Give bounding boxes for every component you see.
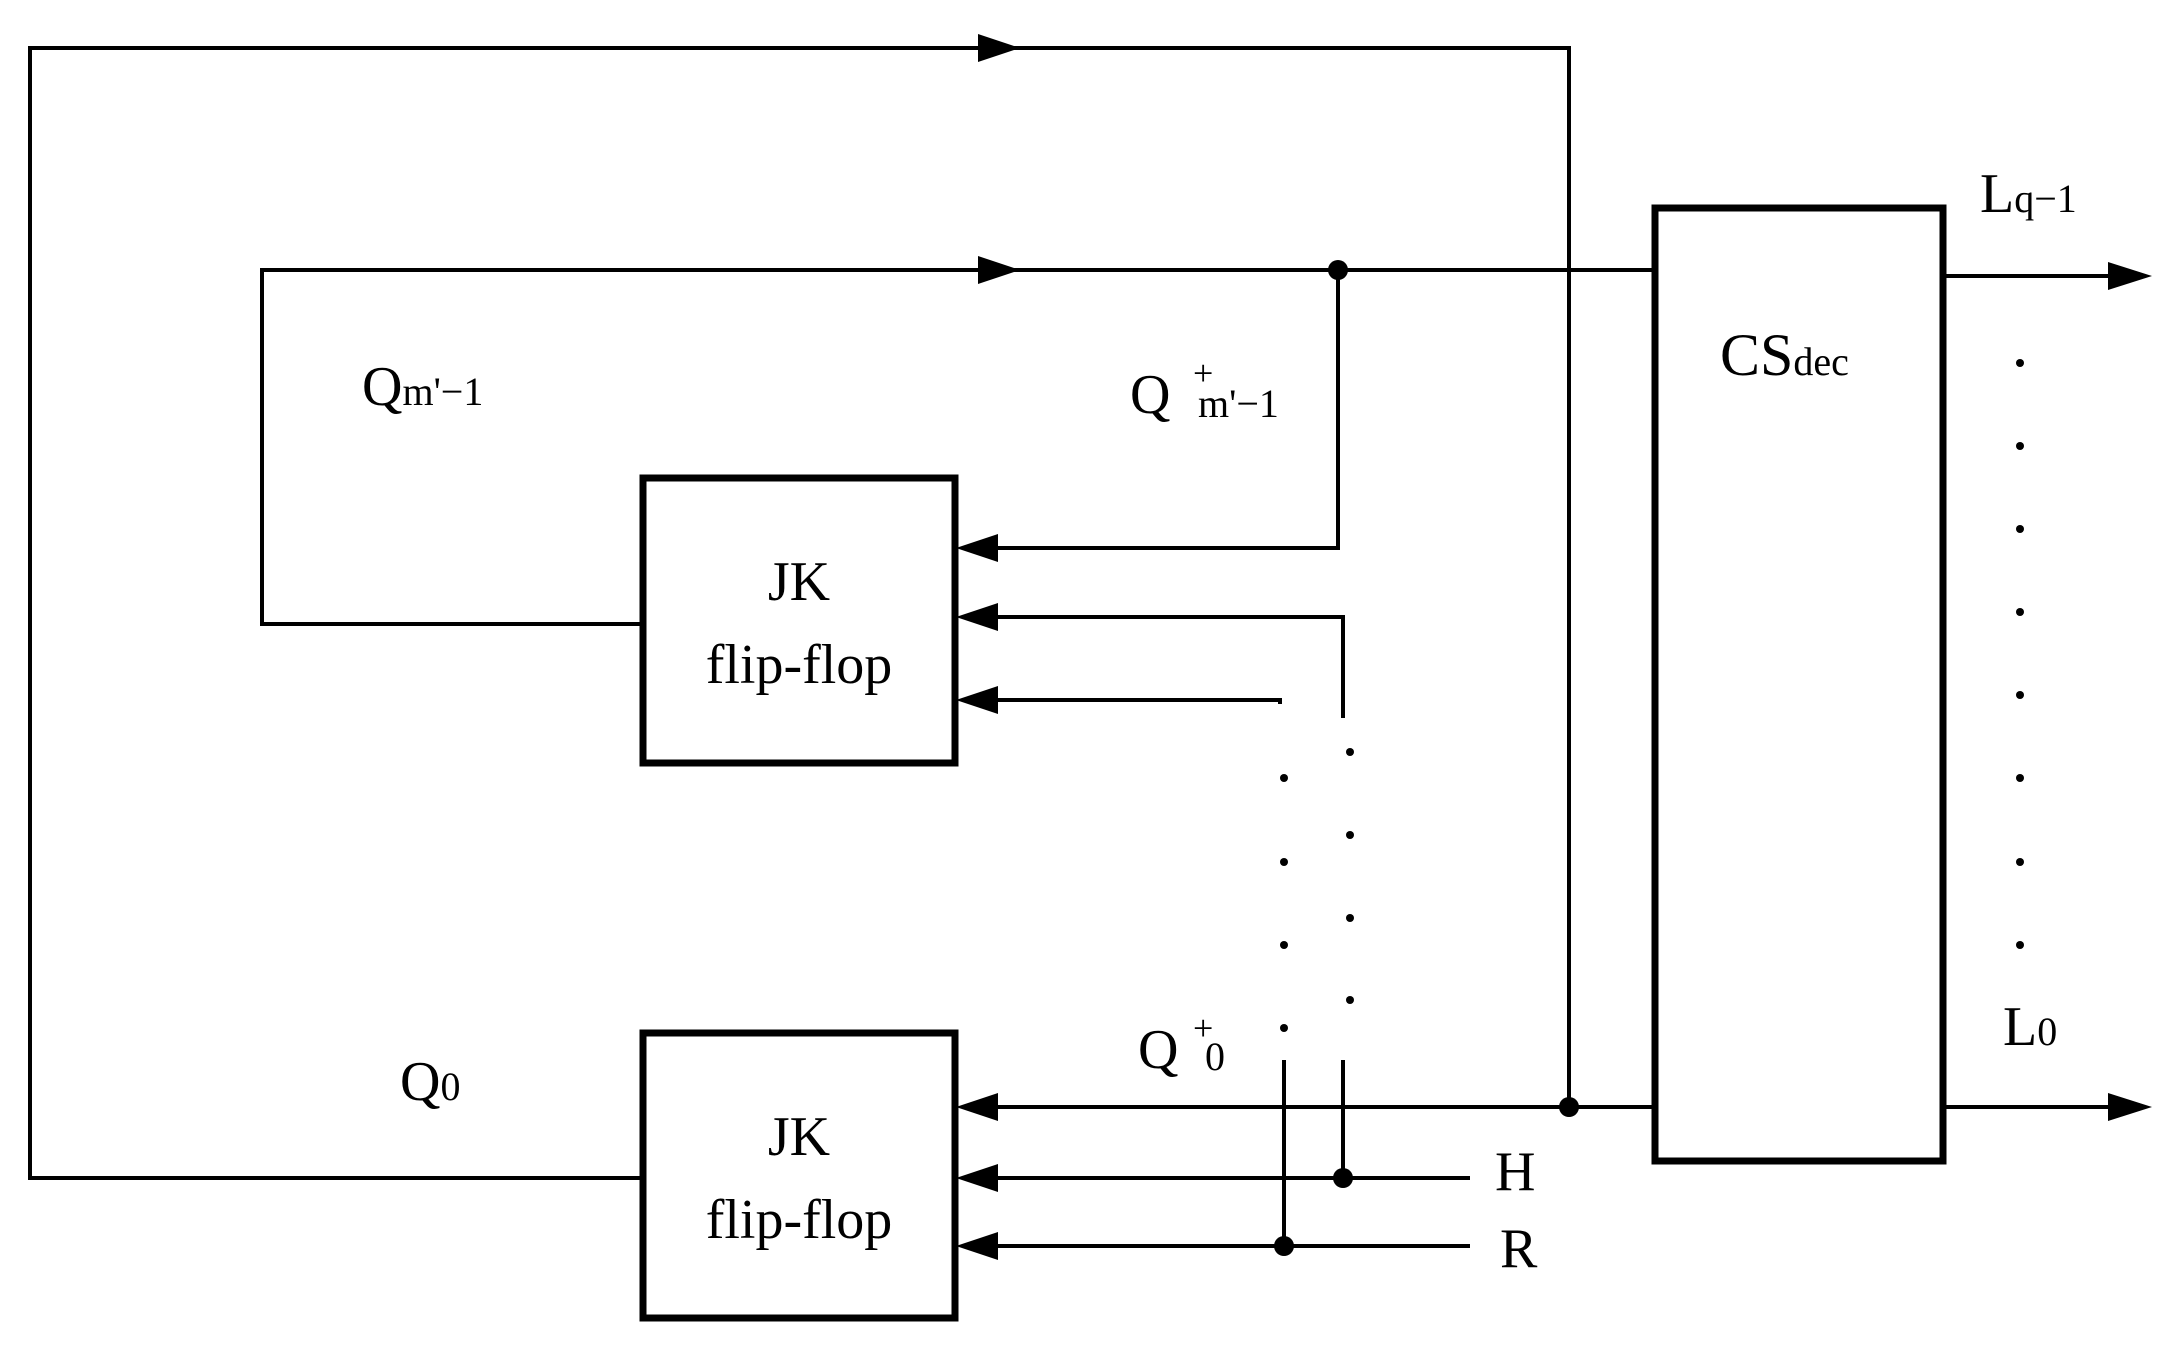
dot-h-4 <box>1346 996 1354 1004</box>
label-l-q1-main: L <box>1980 163 2014 225</box>
arrow-ff-top-in2 <box>956 603 998 631</box>
arrow-ff-bottom-in1 <box>956 1093 998 1121</box>
arrow-output-l0 <box>2108 1093 2152 1121</box>
jk-flip-flop-top <box>639 474 959 767</box>
dot-r-3 <box>1280 941 1288 949</box>
wires <box>28 46 2130 1248</box>
label-l0: L0 <box>2003 996 2057 1058</box>
dot-h-3 <box>1346 914 1354 922</box>
blocks <box>639 204 1947 1322</box>
decoder-block <box>1651 204 1947 1165</box>
label-h: H <box>1495 1141 1535 1203</box>
arrow-qm1-loop <box>978 256 1020 284</box>
ff-bottom-label-line2: flip-flop <box>706 1189 893 1251</box>
arrow-top-loop <box>978 34 1020 62</box>
label-l0-sub: 0 <box>2037 1009 2057 1054</box>
continuation-dots <box>1280 359 2024 1032</box>
label-q-plus-m1-sub: m'−1 <box>1198 381 1279 426</box>
junctions <box>1274 260 1579 1256</box>
arrow-output-lq1 <box>2108 262 2152 290</box>
dot-r-4 <box>1280 1024 1288 1032</box>
label-q0-main: Q <box>400 1051 440 1113</box>
wire-h-top <box>992 615 1345 718</box>
dot-r-1 <box>1280 774 1288 782</box>
label-l0-main: L <box>2003 996 2037 1058</box>
ff-top-label-line1: JK <box>768 551 830 613</box>
dot-out-6 <box>2016 774 2024 782</box>
ff-top-label-line2: flip-flop <box>706 634 893 696</box>
dot-out-3 <box>2016 525 2024 533</box>
decoder-label-main: CS <box>1720 322 1793 388</box>
label-q-plus-m1-sup: + <box>1193 353 1213 393</box>
label-l-q1-sub: q−1 <box>2014 176 2077 221</box>
decoder-label-sub: dec <box>1793 339 1849 384</box>
junction-r <box>1274 1236 1294 1256</box>
wire-r-top <box>992 698 1282 704</box>
dot-h-2 <box>1346 831 1354 839</box>
dot-out-7 <box>2016 858 2024 866</box>
dot-out-2 <box>2016 442 2024 450</box>
wire-qm1-feedback <box>260 268 1653 626</box>
dot-out-5 <box>2016 691 2024 699</box>
dot-out-4 <box>2016 608 2024 616</box>
label-r: R <box>1500 1218 1538 1280</box>
arrow-ff-bottom-in3 <box>956 1232 998 1260</box>
ff-bottom-label-line1: JK <box>768 1106 830 1168</box>
dot-out-1 <box>2016 359 2024 367</box>
wire-q0-feedback <box>28 46 1571 1180</box>
label-q-plus-0-sub: 0 <box>1205 1034 1225 1079</box>
arrow-ff-bottom-in2 <box>956 1164 998 1192</box>
wire-qm1-plus-input <box>992 270 1340 550</box>
label-q-plus-0-main: Q <box>1138 1019 1178 1081</box>
arrow-ff-top-in3 <box>956 686 998 714</box>
label-q-plus-m1-main: Q <box>1130 364 1170 426</box>
decoder-label: CSdec <box>1720 322 1849 388</box>
label-q-m1-main: Q <box>362 356 402 418</box>
arrow-ff-top-in1 <box>956 534 998 562</box>
dot-r-2 <box>1280 858 1288 866</box>
label-q-m1-sub: m'−1 <box>402 369 483 414</box>
label-l-q1: Lq−1 <box>1980 163 2077 225</box>
label-q-m1: Qm'−1 <box>362 356 483 418</box>
arrowheads <box>956 34 2152 1260</box>
junction-h <box>1333 1168 1353 1188</box>
junction-q0 <box>1559 1097 1579 1117</box>
jk-flip-flop-bottom <box>639 1029 959 1322</box>
label-q0-sub: 0 <box>440 1064 460 1109</box>
junction-qm1 <box>1328 260 1348 280</box>
label-q-plus-0-sup: + <box>1193 1008 1213 1048</box>
dot-h-1 <box>1346 748 1354 756</box>
label-q0: Q0 <box>400 1051 460 1113</box>
dot-out-8 <box>2016 941 2024 949</box>
